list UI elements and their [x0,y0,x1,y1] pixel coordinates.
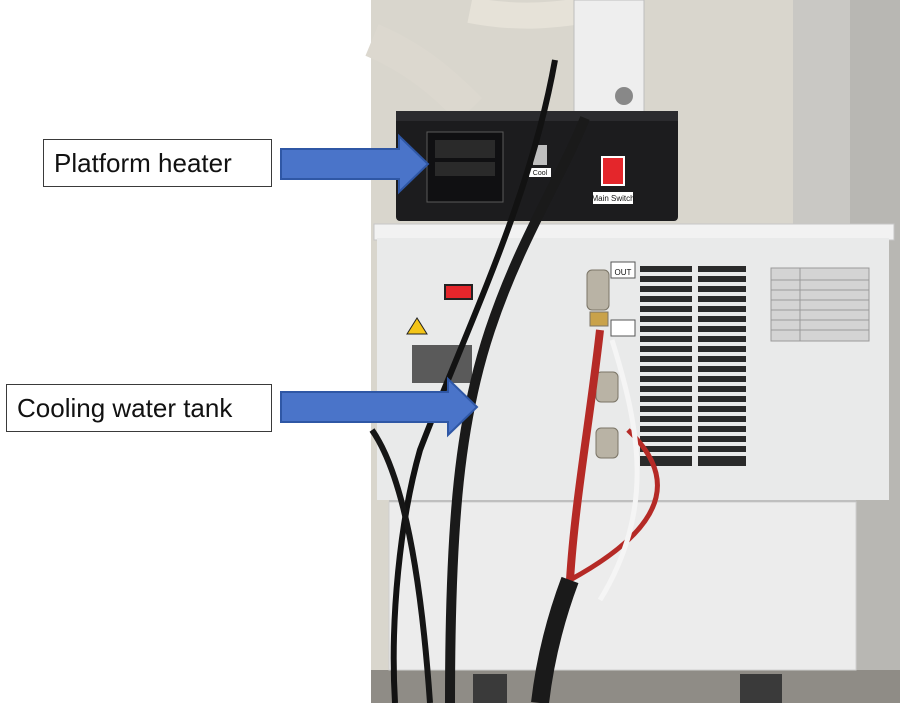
caster-right [740,674,782,703]
ventilation-grille [640,266,746,466]
display-digits-top [435,140,495,158]
floor [371,670,900,703]
cooling-water-tank-arrow [280,376,479,438]
red-hose-return [568,428,660,583]
cooling-water-tank-callout: Cooling water tank [6,384,272,432]
chiller-top-edge [373,223,895,241]
main-switch-label: Main Switch [591,194,634,203]
black-sleeve [531,576,579,703]
red-hose [566,329,604,581]
power-switch [444,284,473,300]
cool-label: Cool [533,170,548,177]
black-cable-1 [445,116,590,703]
platform-heater-callout: Platform heater [43,139,272,187]
spec-plate-lines [771,268,869,341]
brass-fittings [586,269,619,459]
out-label-plate-1 [610,261,636,279]
mount-bracket [573,0,645,119]
platform-heater-label: Platform heater [54,147,232,178]
black-cable-2 [390,59,558,703]
display-digits-bottom [435,162,495,176]
main-switch-label-plate [593,192,633,204]
main-switch-red [601,156,625,186]
out-label-1: OUT [615,268,632,277]
heater-controller-top [396,111,678,121]
black-cable-3 [369,428,433,703]
warning-sign [406,317,428,335]
platform-heater-arrow [280,133,430,195]
cooling-water-tank-label: Cooling water tank [17,392,233,423]
out-label-plate-2 [610,319,636,337]
clear-tube [597,339,640,602]
cool-label-plate [529,168,551,177]
caster-left [473,674,507,703]
chiller-lower-body [388,501,857,671]
mount-knob [615,87,633,105]
duct-left [365,24,483,123]
